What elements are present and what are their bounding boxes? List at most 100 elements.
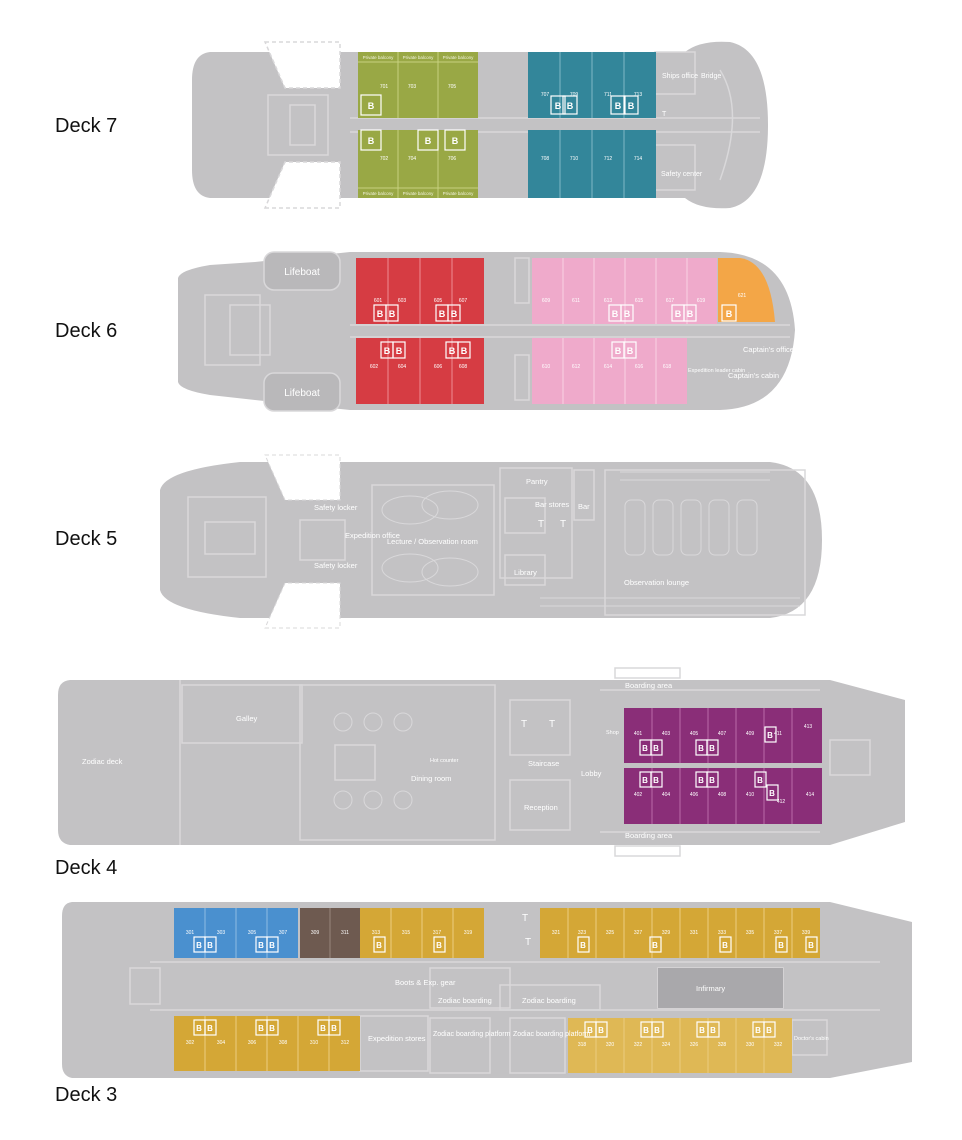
bed-marker: B	[709, 776, 715, 785]
deck-7-olive-cabins-top	[358, 52, 478, 118]
deck-7-label: Deck 7	[55, 115, 118, 137]
deck-5-toilet: T	[560, 519, 566, 530]
cabin-number: 704	[408, 156, 417, 162]
deck-4-boarding-area-top: Boarding area	[625, 681, 673, 690]
deck-3-zodiac-boarding: Zodiac boarding	[438, 996, 492, 1005]
bed-marker: B	[377, 309, 384, 319]
deck-3-doctors-cabin: Doctor's cabin	[794, 1036, 829, 1042]
cabin-number: 707	[541, 92, 550, 98]
cabin-number: 603	[398, 298, 407, 304]
deck-6-lifeboat-1	[263, 251, 341, 291]
bed-marker: B	[196, 941, 202, 950]
deck-7-balcony-label: Private balcony	[403, 55, 435, 60]
cabin-number: 617	[666, 298, 675, 304]
deck-4-purple-cabins-bottom	[624, 768, 822, 824]
cabin-number: 407	[718, 731, 727, 737]
deck-4-plan: 401 403 405 407 409 411 413 402 404 406 …	[58, 667, 905, 857]
cabin-number: 326	[690, 1042, 699, 1048]
bed-marker: B	[624, 309, 631, 319]
deck-7-balcony-label: Private balcony	[363, 191, 395, 196]
cabin-number: 402	[634, 792, 643, 798]
bed-marker: B	[687, 309, 694, 319]
bed-marker: B	[269, 1024, 275, 1033]
deck-5-safety-locker: Safety locker	[314, 503, 358, 512]
deck-4-staircase: Staircase	[528, 759, 559, 768]
deck-4-hot-counter: Hot counter	[430, 758, 459, 764]
cabin-number: 333	[718, 930, 727, 936]
bed-marker: B	[384, 346, 391, 356]
bed-marker: B	[555, 101, 562, 111]
cabin-number: 710	[570, 156, 579, 162]
cabin-number: 403	[662, 731, 671, 737]
deck-5-bar-stores: Bar stores	[535, 500, 569, 509]
cabin-number: 701	[380, 84, 389, 90]
cabin-number: 302	[186, 1040, 195, 1046]
cabin-number: 608	[459, 364, 468, 370]
cabin-number: 321	[552, 930, 561, 936]
cabin-number: 413	[804, 724, 813, 730]
cabin-number: 305	[248, 930, 257, 936]
deck-3-toilet: T	[522, 913, 528, 924]
deck-5-pantry: Pantry	[526, 477, 548, 486]
bed-marker: B	[722, 941, 728, 950]
deck-5-bar: Bar	[578, 502, 590, 511]
cabin-number: 713	[634, 92, 643, 98]
cabin-number: 401	[634, 731, 643, 737]
deck-4-toilet: T	[549, 719, 555, 730]
deck-6-lifeboat-label: Lifeboat	[284, 388, 320, 399]
bed-marker: B	[396, 346, 403, 356]
deck-6-plan: 601 603 605 607 602 604 606 608 609 611 …	[178, 251, 795, 412]
deck-4-reception: Reception	[524, 803, 558, 812]
deck-3-toilet: T	[525, 937, 531, 948]
cabin-number: 411	[774, 731, 782, 737]
cabin-number: 339	[802, 930, 811, 936]
deck-4-label: Deck 4	[55, 857, 118, 879]
bed-marker: B	[699, 1026, 705, 1035]
cabin-number: 709	[570, 92, 579, 98]
cabin-number: 616	[635, 364, 644, 370]
cabin-number: 614	[604, 364, 613, 370]
bed-marker: B	[726, 309, 733, 319]
deck-5-plan: Safety locker Expedition office Safety l…	[160, 454, 822, 629]
deck-4-zodiac-deck: Zodiac deck	[82, 757, 123, 766]
cabin-number: 414	[806, 792, 815, 798]
deck-5-label: Deck 5	[55, 528, 118, 550]
cabin-number: 303	[217, 930, 226, 936]
bed-marker: B	[258, 1024, 264, 1033]
cabin-number: 317	[433, 930, 442, 936]
deck-4-lobby: Lobby	[581, 769, 602, 778]
cabin-number: 310	[310, 1040, 319, 1046]
cabin-number: 309	[311, 930, 320, 936]
cabin-number: 332	[774, 1042, 783, 1048]
deck-5-observation-lounge: Observation lounge	[624, 578, 689, 587]
deck-3-label: Deck 3	[55, 1084, 118, 1106]
cabin-number: 708	[541, 156, 550, 162]
deck-4-shop: Shop	[606, 730, 619, 736]
cabin-number: 319	[464, 930, 473, 936]
cabin-number: 322	[634, 1042, 643, 1048]
cabin-number: 405	[690, 731, 699, 737]
cabin-number: 714	[634, 156, 643, 162]
cabin-number: 612	[572, 364, 581, 370]
deck-5-expedition-office: Expedition office	[345, 531, 400, 540]
deck-7-bridge: Bridge	[701, 73, 721, 80]
bed-marker: B	[628, 101, 635, 111]
bed-marker: B	[439, 309, 446, 319]
deck-6-captains-office: Captain's office	[743, 345, 794, 354]
cabin-number: 330	[746, 1042, 755, 1048]
cabin-number: 327	[634, 930, 643, 936]
bed-marker: B	[376, 941, 382, 950]
deck-6-captains-cabin: Captain's cabin	[728, 371, 779, 380]
bed-marker: B	[698, 744, 704, 753]
cabin-number: 705	[448, 84, 457, 90]
bed-marker: B	[654, 1026, 660, 1035]
cabin-number: 331	[690, 930, 699, 936]
bed-marker: B	[766, 1026, 772, 1035]
bed-marker: B	[615, 346, 622, 356]
deck-3-plan: 301 303 305 307 309 311 313 315 317 319 …	[62, 902, 912, 1078]
cabin-number: 306	[248, 1040, 257, 1046]
bed-marker: B	[709, 744, 715, 753]
bed-marker: B	[627, 346, 634, 356]
cabin-number: 613	[604, 298, 613, 304]
cabin-number: 304	[217, 1040, 226, 1046]
